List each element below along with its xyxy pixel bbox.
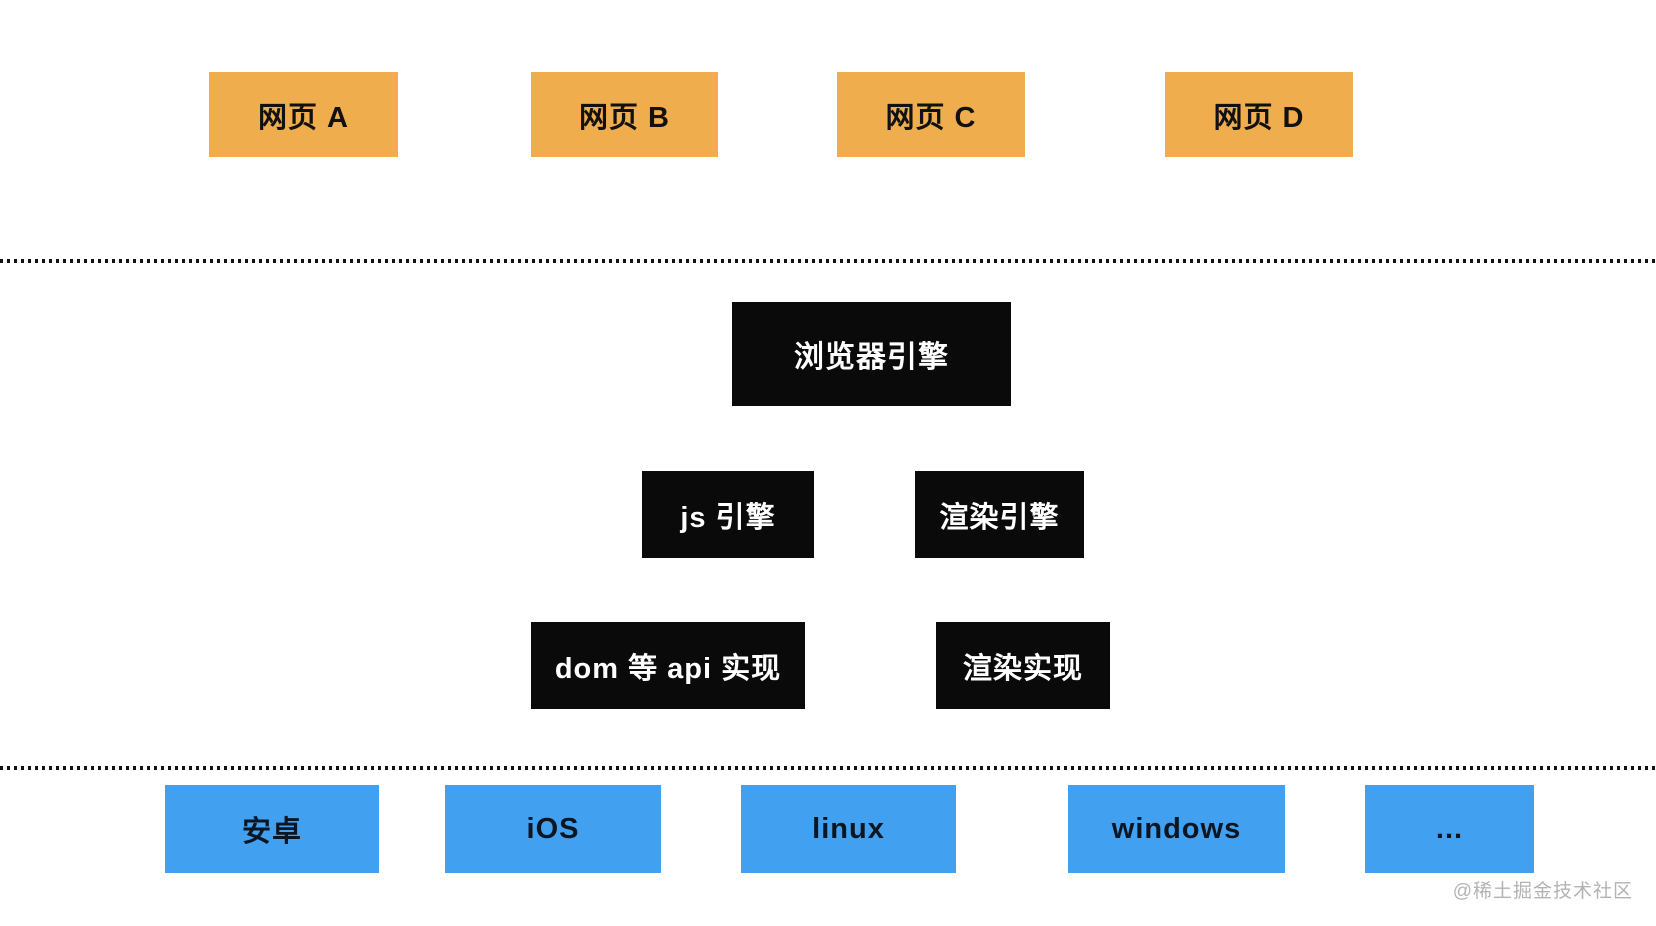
platform-android-box: 安卓 [165, 785, 379, 873]
platform-windows-box: windows [1068, 785, 1285, 873]
dom-api-implementation-box: dom 等 api 实现 [531, 622, 805, 709]
browser-engine-box: 浏览器引擎 [732, 302, 1011, 406]
platform-ios-box: iOS [445, 785, 661, 873]
webpage-b-box: 网页 B [531, 72, 718, 157]
platform-linux-box: linux [741, 785, 956, 873]
render-engine-box: 渲染引擎 [915, 471, 1084, 558]
render-implementation-box: 渲染实现 [936, 622, 1110, 709]
webpage-d-box: 网页 D [1165, 72, 1353, 157]
platform-more-box: ... [1365, 785, 1534, 873]
webpage-c-box: 网页 C [837, 72, 1025, 157]
watermark: @稀土掘金技术社区 [1452, 881, 1633, 902]
dotted-separator-top [0, 259, 1656, 263]
js-engine-box: js 引擎 [642, 471, 814, 558]
dotted-separator-bottom [0, 766, 1656, 770]
webpage-a-box: 网页 A [209, 72, 398, 157]
